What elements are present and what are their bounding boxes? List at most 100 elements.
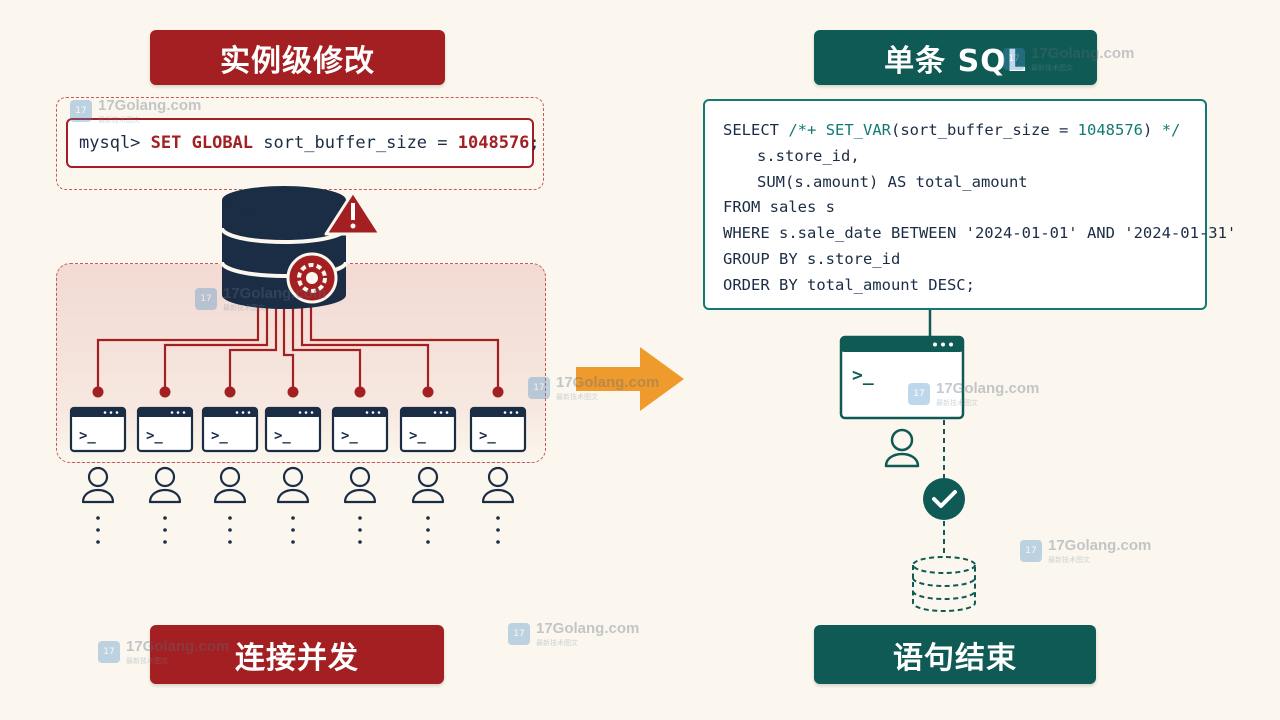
sql-line-6: GROUP BY s.store_id	[723, 249, 901, 268]
watermark-subtext: 最新技术图文	[936, 400, 978, 407]
watermark-text: 17Golang.com	[936, 380, 1040, 397]
watermark-text: 17Golang.com	[536, 620, 640, 637]
connection-wire	[300, 306, 430, 392]
command-terminator: ;	[529, 133, 540, 153]
command-prompt: mysql>	[79, 133, 141, 153]
terminal-prompt: >_	[479, 428, 496, 444]
global-command-box: mysql> SET GLOBAL sort_buffer_size = 104…	[66, 118, 540, 168]
ellipsis-dot	[163, 540, 167, 544]
terminal-prompt: >_	[211, 428, 228, 444]
terminal-icon: >_	[264, 406, 322, 453]
gear-icon	[286, 252, 338, 304]
sql-select-keyword: SELECT	[723, 121, 779, 139]
watermark-text: 17Golang.com	[1048, 537, 1152, 554]
arrow-right-icon	[576, 347, 684, 411]
right-title-banner: 单条 SQL	[814, 30, 1097, 85]
connection-wire	[228, 306, 278, 392]
watermark-text: 17Golang.com	[223, 285, 327, 302]
ellipsis-dot	[96, 516, 100, 520]
ellipsis-dot	[426, 516, 430, 520]
connection-dot	[92, 386, 104, 398]
sql-line-select: SELECT /*+ SET_VAR(sort_buffer_size = 10…	[723, 118, 1205, 144]
right-bottom-banner: 语句结束	[814, 625, 1096, 684]
ellipsis-dot	[496, 516, 500, 520]
terminal-icon: >_	[839, 335, 965, 420]
terminal-icon: >_	[69, 406, 127, 453]
ellipsis-dot	[228, 540, 232, 544]
right-diagram: >_	[839, 310, 976, 612]
watermark-subtext: 最新技术图文	[1031, 65, 1073, 72]
right-terminal-prompt: >_	[852, 365, 874, 386]
warning-icon	[324, 190, 382, 236]
connection-dot	[354, 386, 366, 398]
sql-line-2: s.store_id,	[757, 146, 860, 165]
sql-code-box: SELECT /*+ SET_VAR(sort_buffer_size = 10…	[703, 99, 1236, 310]
sql-hint-fn: SET_VAR	[825, 121, 892, 139]
ellipsis-dot	[358, 528, 362, 532]
watermark-subtext: 最新技术图文	[223, 305, 265, 312]
watermark-text: 17Golang.com	[126, 638, 230, 655]
connection-dot	[224, 386, 236, 398]
left-diagram: >_ >_ >_ >_ >_ >_ >_	[69, 186, 527, 544]
watermark: 17 17Golang.com 最新技术图文	[195, 285, 326, 313]
watermark-logo-icon: 17	[528, 377, 550, 399]
connection-wire	[163, 306, 269, 392]
ellipsis-dot	[228, 516, 232, 520]
watermark-logo-icon: 17	[195, 288, 217, 310]
watermark-text: 17Golang.com	[98, 97, 202, 114]
sql-line-7: ORDER BY total_amount DESC;	[723, 275, 975, 294]
ellipsis-dot	[96, 540, 100, 544]
sql-hint-close: */	[1161, 121, 1181, 139]
watermark-logo-icon: 17	[508, 623, 530, 645]
terminal-prompt: >_	[79, 428, 96, 444]
connection-wire	[291, 306, 362, 392]
terminal-icon: >_	[331, 406, 389, 453]
ellipsis-dot	[291, 540, 295, 544]
connection-dot	[287, 386, 299, 398]
terminal-prompt: >_	[274, 428, 291, 444]
terminal-prompt: >_	[146, 428, 163, 444]
watermark: 17 17Golang.com 最新技术图文	[508, 620, 639, 648]
ellipsis-dot	[228, 528, 232, 532]
command-variable: sort_buffer_size =	[263, 133, 448, 153]
ellipsis-dot	[358, 516, 362, 520]
user-icon	[481, 466, 515, 504]
sql-hint-args-close: )	[1143, 121, 1153, 139]
watermark-logo-icon: 17	[70, 100, 92, 122]
user-icon	[884, 428, 920, 468]
terminal-icon: >_	[201, 406, 259, 453]
watermark-subtext: 最新技术图文	[1048, 557, 1090, 564]
watermark-text: 17Golang.com	[1031, 45, 1135, 62]
ellipsis-dot	[426, 540, 430, 544]
left-bottom-banner: 连接并发	[150, 625, 444, 684]
ellipsis-dot	[496, 540, 500, 544]
watermark-text: 17Golang.com	[556, 374, 660, 391]
ellipsis-dot	[291, 528, 295, 532]
user-icon	[276, 466, 310, 504]
terminal-icon: >_	[469, 406, 527, 453]
connection-dot	[422, 386, 434, 398]
right-title: 单条 SQL	[884, 43, 1027, 79]
terminal-prompt: >_	[409, 428, 426, 444]
command-keyword: SET GLOBAL	[150, 133, 254, 153]
ellipsis-dot	[496, 528, 500, 532]
watermark: 17 17Golang.com 最新技术图文	[1003, 45, 1134, 73]
user-icon	[343, 466, 377, 504]
ellipsis-dot	[163, 516, 167, 520]
connection-dot	[159, 386, 171, 398]
sql-line-4: FROM sales s	[723, 198, 835, 217]
watermark-subtext: 最新技术图文	[536, 640, 578, 647]
terminal-prompt: >_	[341, 428, 358, 444]
watermark-logo-icon: 17	[1003, 48, 1025, 70]
ellipsis-dot	[426, 528, 430, 532]
connection-wire	[282, 306, 295, 392]
sql-hint-open: /*+	[788, 121, 817, 139]
watermark-logo-icon: 17	[98, 641, 120, 663]
ellipsis-dot	[358, 540, 362, 544]
watermark-subtext: 最新技术图文	[98, 117, 140, 124]
ellipsis-dot	[163, 528, 167, 532]
